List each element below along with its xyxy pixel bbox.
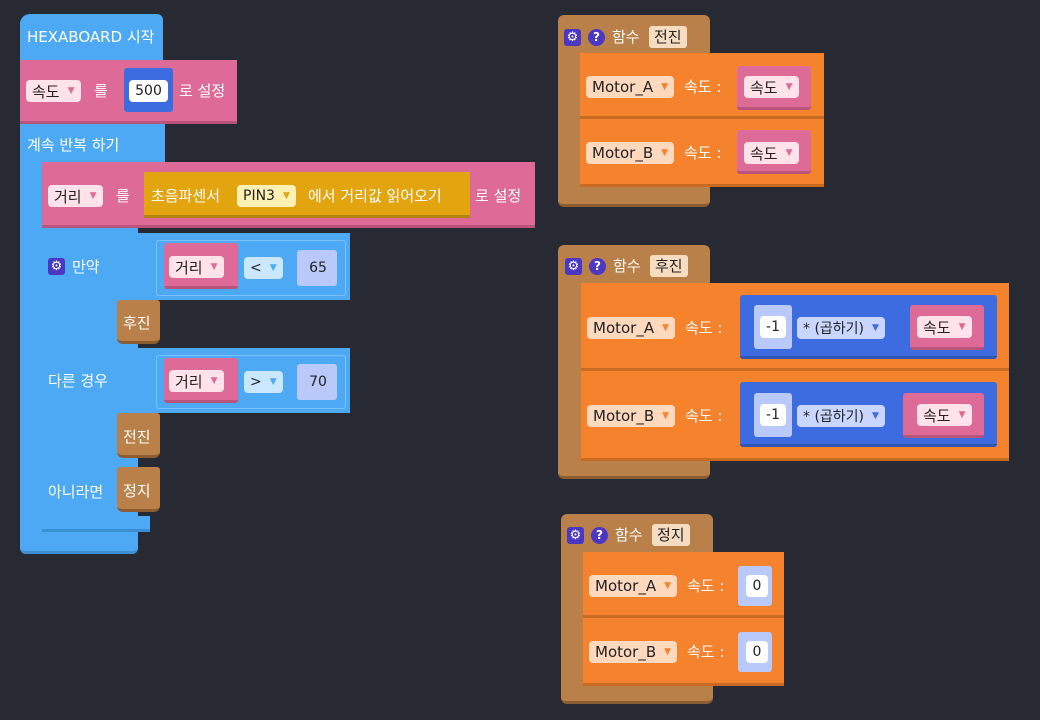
dropdown-arrow-icon: ▼ <box>282 191 290 201</box>
cond1-operator-dropdown[interactable]: < ▼ <box>244 257 283 279</box>
call-backward-label: 후진 <box>123 314 151 332</box>
set-speed-to-label: 를 <box>94 82 108 100</box>
speed-var-dropdown[interactable]: 속도 ▼ <box>744 142 799 164</box>
speed-var-dropdown[interactable]: 속도 ▼ <box>917 404 972 426</box>
elseif-label: 다른 경우 <box>48 372 108 390</box>
gear-icon[interactable]: ⚙ <box>48 258 65 275</box>
call-forward-label: 전진 <box>123 428 151 446</box>
set-distance-to-label: 를 <box>116 187 130 205</box>
motor-b-dropdown[interactable]: Motor_B ▼ <box>589 641 678 663</box>
help-icon[interactable]: ? <box>588 29 605 46</box>
speed-var-dropdown[interactable]: 속도 ▼ <box>917 316 972 338</box>
function-keyword: 함수 <box>612 28 640 46</box>
function-name-field[interactable]: 전진 <box>649 26 687 48</box>
motor-a-dropdown[interactable]: Motor_A ▼ <box>589 575 678 597</box>
distance-var-dropdown[interactable]: 거리 ▼ <box>48 185 103 207</box>
start-label: HEXABOARD 시작 <box>27 28 155 46</box>
forever-loop-header <box>20 124 165 164</box>
speed-label: 속도 : <box>687 643 725 661</box>
dropdown-arrow-icon: ▼ <box>662 411 670 421</box>
function-name-field[interactable]: 정지 <box>652 524 690 546</box>
dropdown-arrow-icon: ▼ <box>89 191 97 201</box>
motor-b-dropdown[interactable]: Motor_B ▼ <box>586 142 675 164</box>
dropdown-arrow-icon: ▼ <box>872 323 879 333</box>
dropdown-arrow-icon: ▼ <box>269 377 277 387</box>
call-stop-block[interactable] <box>117 467 160 512</box>
call-stop-label: 정지 <box>123 482 151 500</box>
dropdown-arrow-icon: ▼ <box>785 82 793 92</box>
start-hat-block[interactable] <box>20 14 163 60</box>
cond2-number-block[interactable] <box>297 364 337 400</box>
dropdown-arrow-icon: ▼ <box>210 262 218 272</box>
speed-label: 속도 : <box>684 78 722 96</box>
dropdown-arrow-icon: ▼ <box>872 411 879 421</box>
dropdown-arrow-icon: ▼ <box>661 82 669 92</box>
dropdown-arrow-icon: ▼ <box>269 263 277 273</box>
cond2-operator-dropdown[interactable]: > ▼ <box>244 371 283 393</box>
dropdown-arrow-icon: ▼ <box>664 647 672 657</box>
gear-icon[interactable]: ⚙ <box>565 258 582 275</box>
forever-loop-footer <box>20 536 138 554</box>
dropdown-arrow-icon: ▼ <box>661 148 669 158</box>
motor-a-dropdown[interactable]: Motor_A ▼ <box>587 317 676 339</box>
set-distance-set-label: 로 설정 <box>475 187 522 205</box>
speed-var-dropdown[interactable]: 속도 ▼ <box>744 76 799 98</box>
dropdown-arrow-icon: ▼ <box>785 148 793 158</box>
function-name-field[interactable]: 후진 <box>650 255 688 277</box>
if-label: 만약 <box>72 258 100 276</box>
multiply-operator-dropdown[interactable]: * (곱하기) ▼ <box>797 405 885 427</box>
call-backward-block[interactable] <box>117 300 160 344</box>
function-keyword: 함수 <box>615 526 643 544</box>
speed-label: 속도 : <box>685 407 723 425</box>
dropdown-arrow-icon: ▼ <box>958 322 966 332</box>
gear-icon[interactable]: ⚙ <box>564 29 581 46</box>
pin-dropdown[interactable]: PIN3 ▼ <box>237 185 296 207</box>
speed-label: 속도 : <box>684 144 722 162</box>
dropdown-arrow-icon: ▼ <box>662 323 670 333</box>
cond1-number-block[interactable] <box>297 250 337 286</box>
gear-icon[interactable]: ⚙ <box>567 527 584 544</box>
ultrasonic-read-block[interactable] <box>144 172 470 218</box>
else-label: 아니라면 <box>48 483 104 501</box>
cond2-var-dropdown[interactable]: 거리 ▼ <box>169 370 224 392</box>
speed-label: 속도 : <box>687 577 725 595</box>
zero-value[interactable]: 0 <box>746 641 768 663</box>
ultrasonic-label: 초음파센서 <box>151 187 221 205</box>
neg-value[interactable]: -1 <box>760 404 786 426</box>
multiply-operator-dropdown[interactable]: * (곱하기) ▼ <box>797 317 885 339</box>
dropdown-arrow-icon: ▼ <box>958 410 966 420</box>
if-block-footer <box>42 516 150 532</box>
help-icon[interactable]: ? <box>591 527 608 544</box>
dropdown-arrow-icon: ▼ <box>664 581 672 591</box>
motor-b-dropdown[interactable]: Motor_B ▼ <box>587 405 676 427</box>
forever-label: 계속 반복 하기 <box>27 136 120 154</box>
read-distance-label: 에서 거리값 읽어오기 <box>308 187 442 205</box>
motor-a-dropdown[interactable]: Motor_A ▼ <box>586 76 675 98</box>
speed-label: 속도 : <box>685 319 723 337</box>
dropdown-arrow-icon: ▼ <box>67 86 75 96</box>
speed-var-dropdown[interactable]: 속도 ▼ <box>26 80 81 102</box>
function-keyword: 함수 <box>613 257 641 275</box>
cond1-var-dropdown[interactable]: 거리 ▼ <box>169 256 224 278</box>
cond2-value[interactable]: 70 <box>309 374 327 390</box>
speed-value-input[interactable]: 500 <box>129 80 168 102</box>
zero-value[interactable]: 0 <box>746 575 768 597</box>
cond1-value[interactable]: 65 <box>309 260 327 276</box>
set-speed-set-label: 로 설정 <box>179 82 226 100</box>
call-forward-block[interactable] <box>117 413 160 458</box>
help-icon[interactable]: ? <box>589 258 606 275</box>
neg-value[interactable]: -1 <box>760 316 786 338</box>
dropdown-arrow-icon: ▼ <box>210 376 218 386</box>
